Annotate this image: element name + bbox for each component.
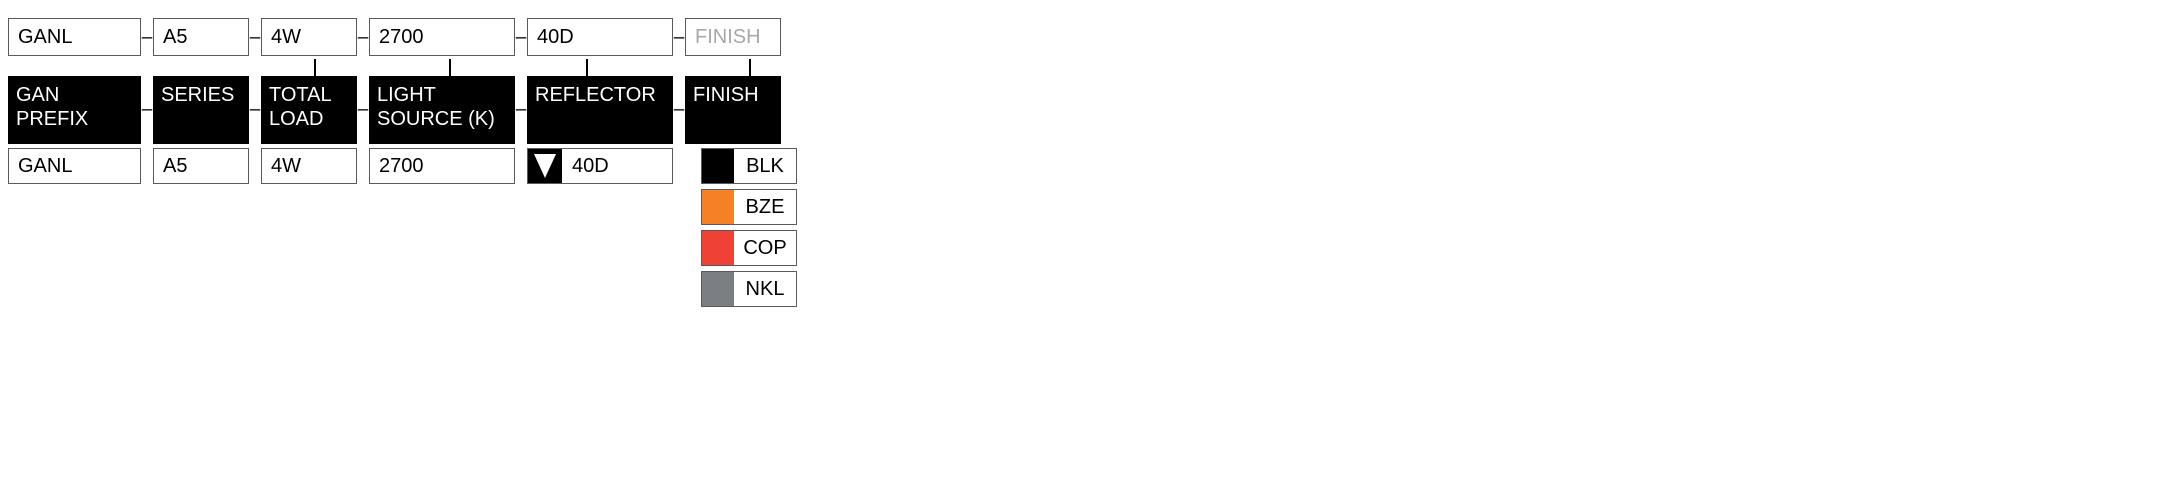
option-series[interactable]: A5	[153, 148, 249, 184]
connector-tick-total-load	[314, 59, 316, 85]
connector-tick-light-source	[449, 59, 451, 85]
code-separator: –	[141, 26, 153, 48]
code-separator: –	[515, 26, 527, 48]
code-segment-series[interactable]: A5	[153, 18, 249, 56]
header-light-source: LIGHT SOURCE (K)	[369, 76, 515, 144]
finish-option-label: COP	[734, 231, 796, 265]
code-separator: –	[357, 26, 369, 48]
header-gan-prefix: GAN PREFIX	[8, 76, 141, 144]
connector-tick-reflector	[586, 59, 588, 85]
code-segment-reflector[interactable]: 40D	[527, 18, 673, 56]
code-segment-total-load[interactable]: 4W	[261, 18, 357, 56]
header-separator: –	[141, 99, 153, 120]
code-segment-light-source[interactable]: 2700	[369, 18, 515, 56]
chevron-down-icon[interactable]	[528, 149, 562, 183]
header-separator: –	[357, 99, 369, 120]
finish-option-blk[interactable]: BLK	[701, 148, 797, 184]
product-code-preview: GANL – A5 – 4W – 2700 – 40D – FINISH	[8, 18, 781, 56]
finish-option-label: BLK	[734, 149, 796, 183]
option-selector-row: GANL A5 4W 2700 40D	[8, 148, 673, 184]
finish-option-label: BZE	[734, 190, 796, 224]
code-separator: –	[673, 26, 685, 48]
header-finish: FINISH	[685, 76, 781, 144]
code-segment-gan-prefix[interactable]: GANL	[8, 18, 141, 56]
finish-option-cop[interactable]: COP	[701, 230, 797, 266]
option-gan-prefix[interactable]: GANL	[8, 148, 141, 184]
color-chip-blk	[702, 149, 734, 183]
header-separator: –	[515, 99, 527, 120]
option-light-source[interactable]: 2700	[369, 148, 515, 184]
option-total-load[interactable]: 4W	[261, 148, 357, 184]
color-chip-bze	[702, 190, 734, 224]
finish-option-label: NKL	[734, 272, 796, 306]
header-total-load: TOTAL LOAD	[261, 76, 357, 144]
finish-option-nkl[interactable]: NKL	[701, 271, 797, 307]
option-reflector[interactable]: 40D	[527, 148, 673, 184]
code-separator: –	[249, 26, 261, 48]
code-segment-finish[interactable]: FINISH	[685, 18, 781, 56]
finish-option-bze[interactable]: BZE	[701, 189, 797, 225]
finish-option-list: BLK BZE COP NKL	[701, 148, 797, 307]
option-reflector-label: 40D	[572, 154, 609, 177]
header-reflector: REFLECTOR	[527, 76, 673, 144]
header-separator: –	[249, 99, 261, 120]
header-separator: –	[673, 99, 685, 120]
color-chip-nkl	[702, 272, 734, 306]
color-chip-cop	[702, 231, 734, 265]
category-header-row: GAN PREFIX – SERIES – TOTAL LOAD – LIGHT…	[8, 76, 781, 144]
connector-tick-finish	[749, 59, 751, 85]
header-series: SERIES	[153, 76, 249, 144]
